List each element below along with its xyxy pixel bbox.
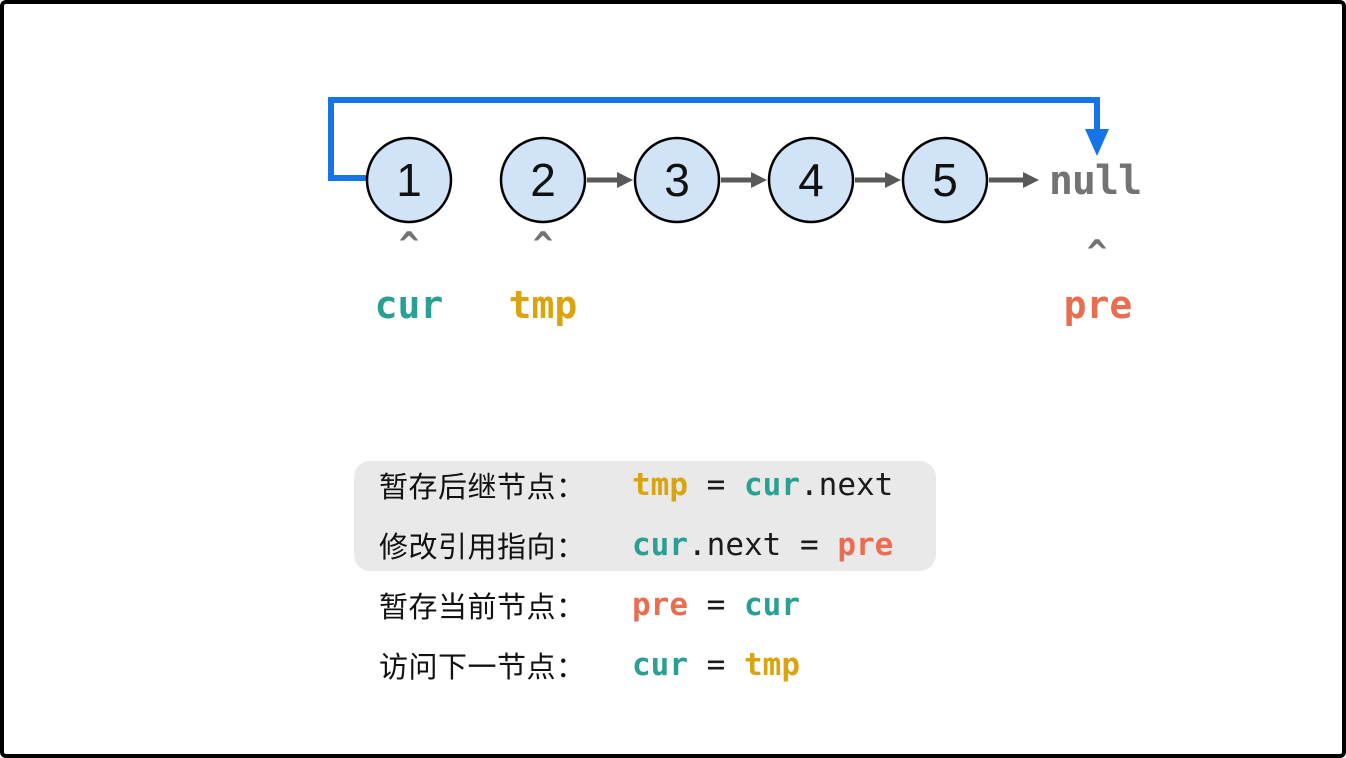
pointer-label-cur: cur — [375, 283, 444, 327]
step-label: 暂存当前节点： — [379, 592, 586, 624]
step-code: cur.next = pre — [632, 527, 893, 563]
link-arrow-3-4 — [721, 172, 767, 188]
code-token: cur — [744, 467, 800, 503]
code-token: = — [781, 527, 838, 563]
reroute-arrow-line — [328, 97, 1100, 181]
step-row-4: 访问下一节点： cur = tmp — [350, 635, 990, 695]
link-arrow-4-5 — [855, 172, 901, 188]
step-row-1: 暂存后继节点： tmp = cur.next — [350, 455, 990, 515]
node-value: 3 — [664, 154, 690, 206]
link-arrow-2-3 — [587, 172, 633, 188]
list-node-4: 4 — [767, 136, 855, 224]
code-token: .next — [688, 527, 782, 563]
null-label: null — [1049, 158, 1141, 204]
step-row-3: 暂存当前节点： pre = cur — [350, 575, 990, 635]
reroute-arrow-head — [1085, 129, 1109, 156]
caret-under-null: ^ — [1087, 233, 1107, 273]
caret-under-node-1: ^ — [399, 225, 419, 265]
code-token: = — [688, 647, 744, 683]
step-label: 访问下一节点： — [379, 652, 586, 684]
node-value: 1 — [396, 154, 422, 206]
code-token: pre — [632, 587, 688, 623]
link-arrow-5-null — [989, 172, 1039, 188]
step-code: pre = cur — [632, 587, 800, 623]
node-value: 4 — [798, 154, 824, 206]
pointer-label-pre: pre — [1064, 283, 1133, 327]
code-token: cur — [632, 647, 688, 683]
step-code: cur = tmp — [632, 647, 800, 683]
node-value: 5 — [932, 154, 958, 206]
pointer-label-tmp: tmp — [509, 283, 578, 327]
code-token: tmp — [744, 647, 800, 683]
step-label: 暂存后继节点： — [379, 472, 586, 504]
list-node-2: 2 — [499, 136, 587, 224]
list-node-1: 1 — [365, 136, 453, 224]
steps-panel: 暂存后继节点： tmp = cur.next 修改引用指向： cur.next … — [350, 455, 990, 695]
list-node-5: 5 — [901, 136, 989, 224]
code-token: .next — [800, 467, 894, 503]
list-node-3: 3 — [633, 136, 721, 224]
step-code: tmp = cur.next — [632, 467, 893, 503]
code-token: cur — [744, 587, 800, 623]
code-token: = — [688, 587, 744, 623]
caret-under-node-2: ^ — [533, 225, 553, 265]
code-token: pre — [837, 527, 894, 563]
step-label: 修改引用指向： — [379, 532, 586, 564]
node-value: 2 — [530, 154, 556, 206]
highlight-background — [354, 461, 936, 571]
code-token: = — [688, 467, 744, 503]
code-token: cur — [632, 527, 688, 563]
step-row-2: 修改引用指向： cur.next = pre — [350, 515, 990, 575]
code-token: tmp — [632, 467, 688, 503]
